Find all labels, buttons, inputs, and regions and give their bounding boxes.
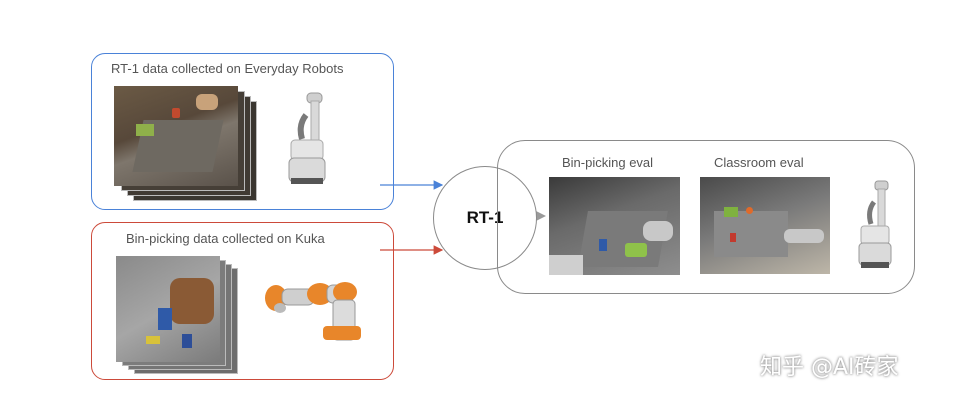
classroom-eval-label: Classroom eval [714,155,804,170]
kuka-data-label: Bin-picking data collected on Kuka [126,231,325,246]
everyday-robots-photo [114,86,238,186]
rt1-model-label: RT-1 [466,208,504,227]
everyday-robots-data-label: RT-1 data collected on Everyday Robots [111,61,344,76]
kuka-bin-photo [116,256,220,362]
classroom-eval-photo [700,177,830,274]
watermark: 知乎 @AI砖家 [760,355,899,380]
bin-picking-eval-photo [549,177,680,275]
eval-box [497,140,915,294]
everyday-robots-data-box [91,53,394,210]
bin-picking-eval-label: Bin-picking eval [562,155,654,170]
kuka-data-box [91,222,394,380]
rt1-model-node: RT-1 [433,166,537,270]
